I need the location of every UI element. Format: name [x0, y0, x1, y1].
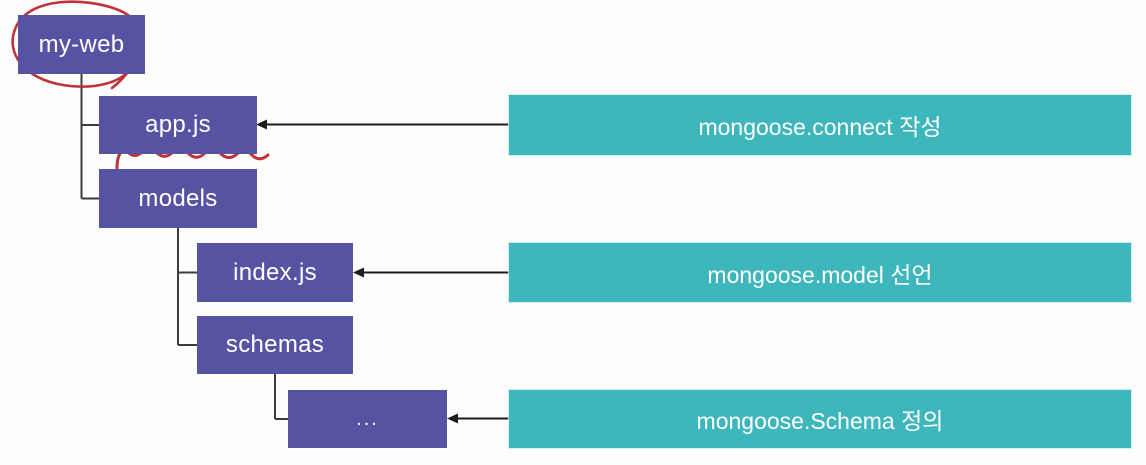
node-schemas-label: schemas: [225, 331, 325, 358]
node-ellipsis: ...: [288, 390, 447, 448]
note-mongoose-schema-label: mongoose.Schema 정의: [696, 408, 944, 434]
node-my-web: my-web: [18, 15, 145, 74]
arrow-to-app-js-icon: [256, 119, 509, 130]
node-index-js-label: index.js: [233, 258, 317, 286]
arrow-to-dots-icon: [447, 413, 509, 424]
node-app-js-label: app.js: [145, 111, 211, 138]
note-mongoose-schema: mongoose.Schema 정의: [509, 390, 1131, 448]
node-schemas: schemas: [197, 316, 353, 374]
note-mongoose-connect: mongoose.connect 작성: [509, 95, 1131, 155]
arrow-to-index-js-icon: [353, 267, 509, 278]
node-my-web-label: my-web: [38, 30, 125, 58]
note-mongoose-model: mongoose.model 선언: [509, 243, 1131, 302]
node-index-js: index.js: [197, 243, 353, 302]
node-models-label: models: [138, 184, 218, 212]
node-app-js: app.js: [99, 96, 257, 154]
node-models: models: [99, 169, 257, 228]
note-mongoose-connect-label: mongoose.connect 작성: [698, 114, 942, 140]
note-mongoose-model-label: mongoose.model 선언: [707, 261, 933, 288]
node-ellipsis-label: ...: [356, 407, 379, 430]
